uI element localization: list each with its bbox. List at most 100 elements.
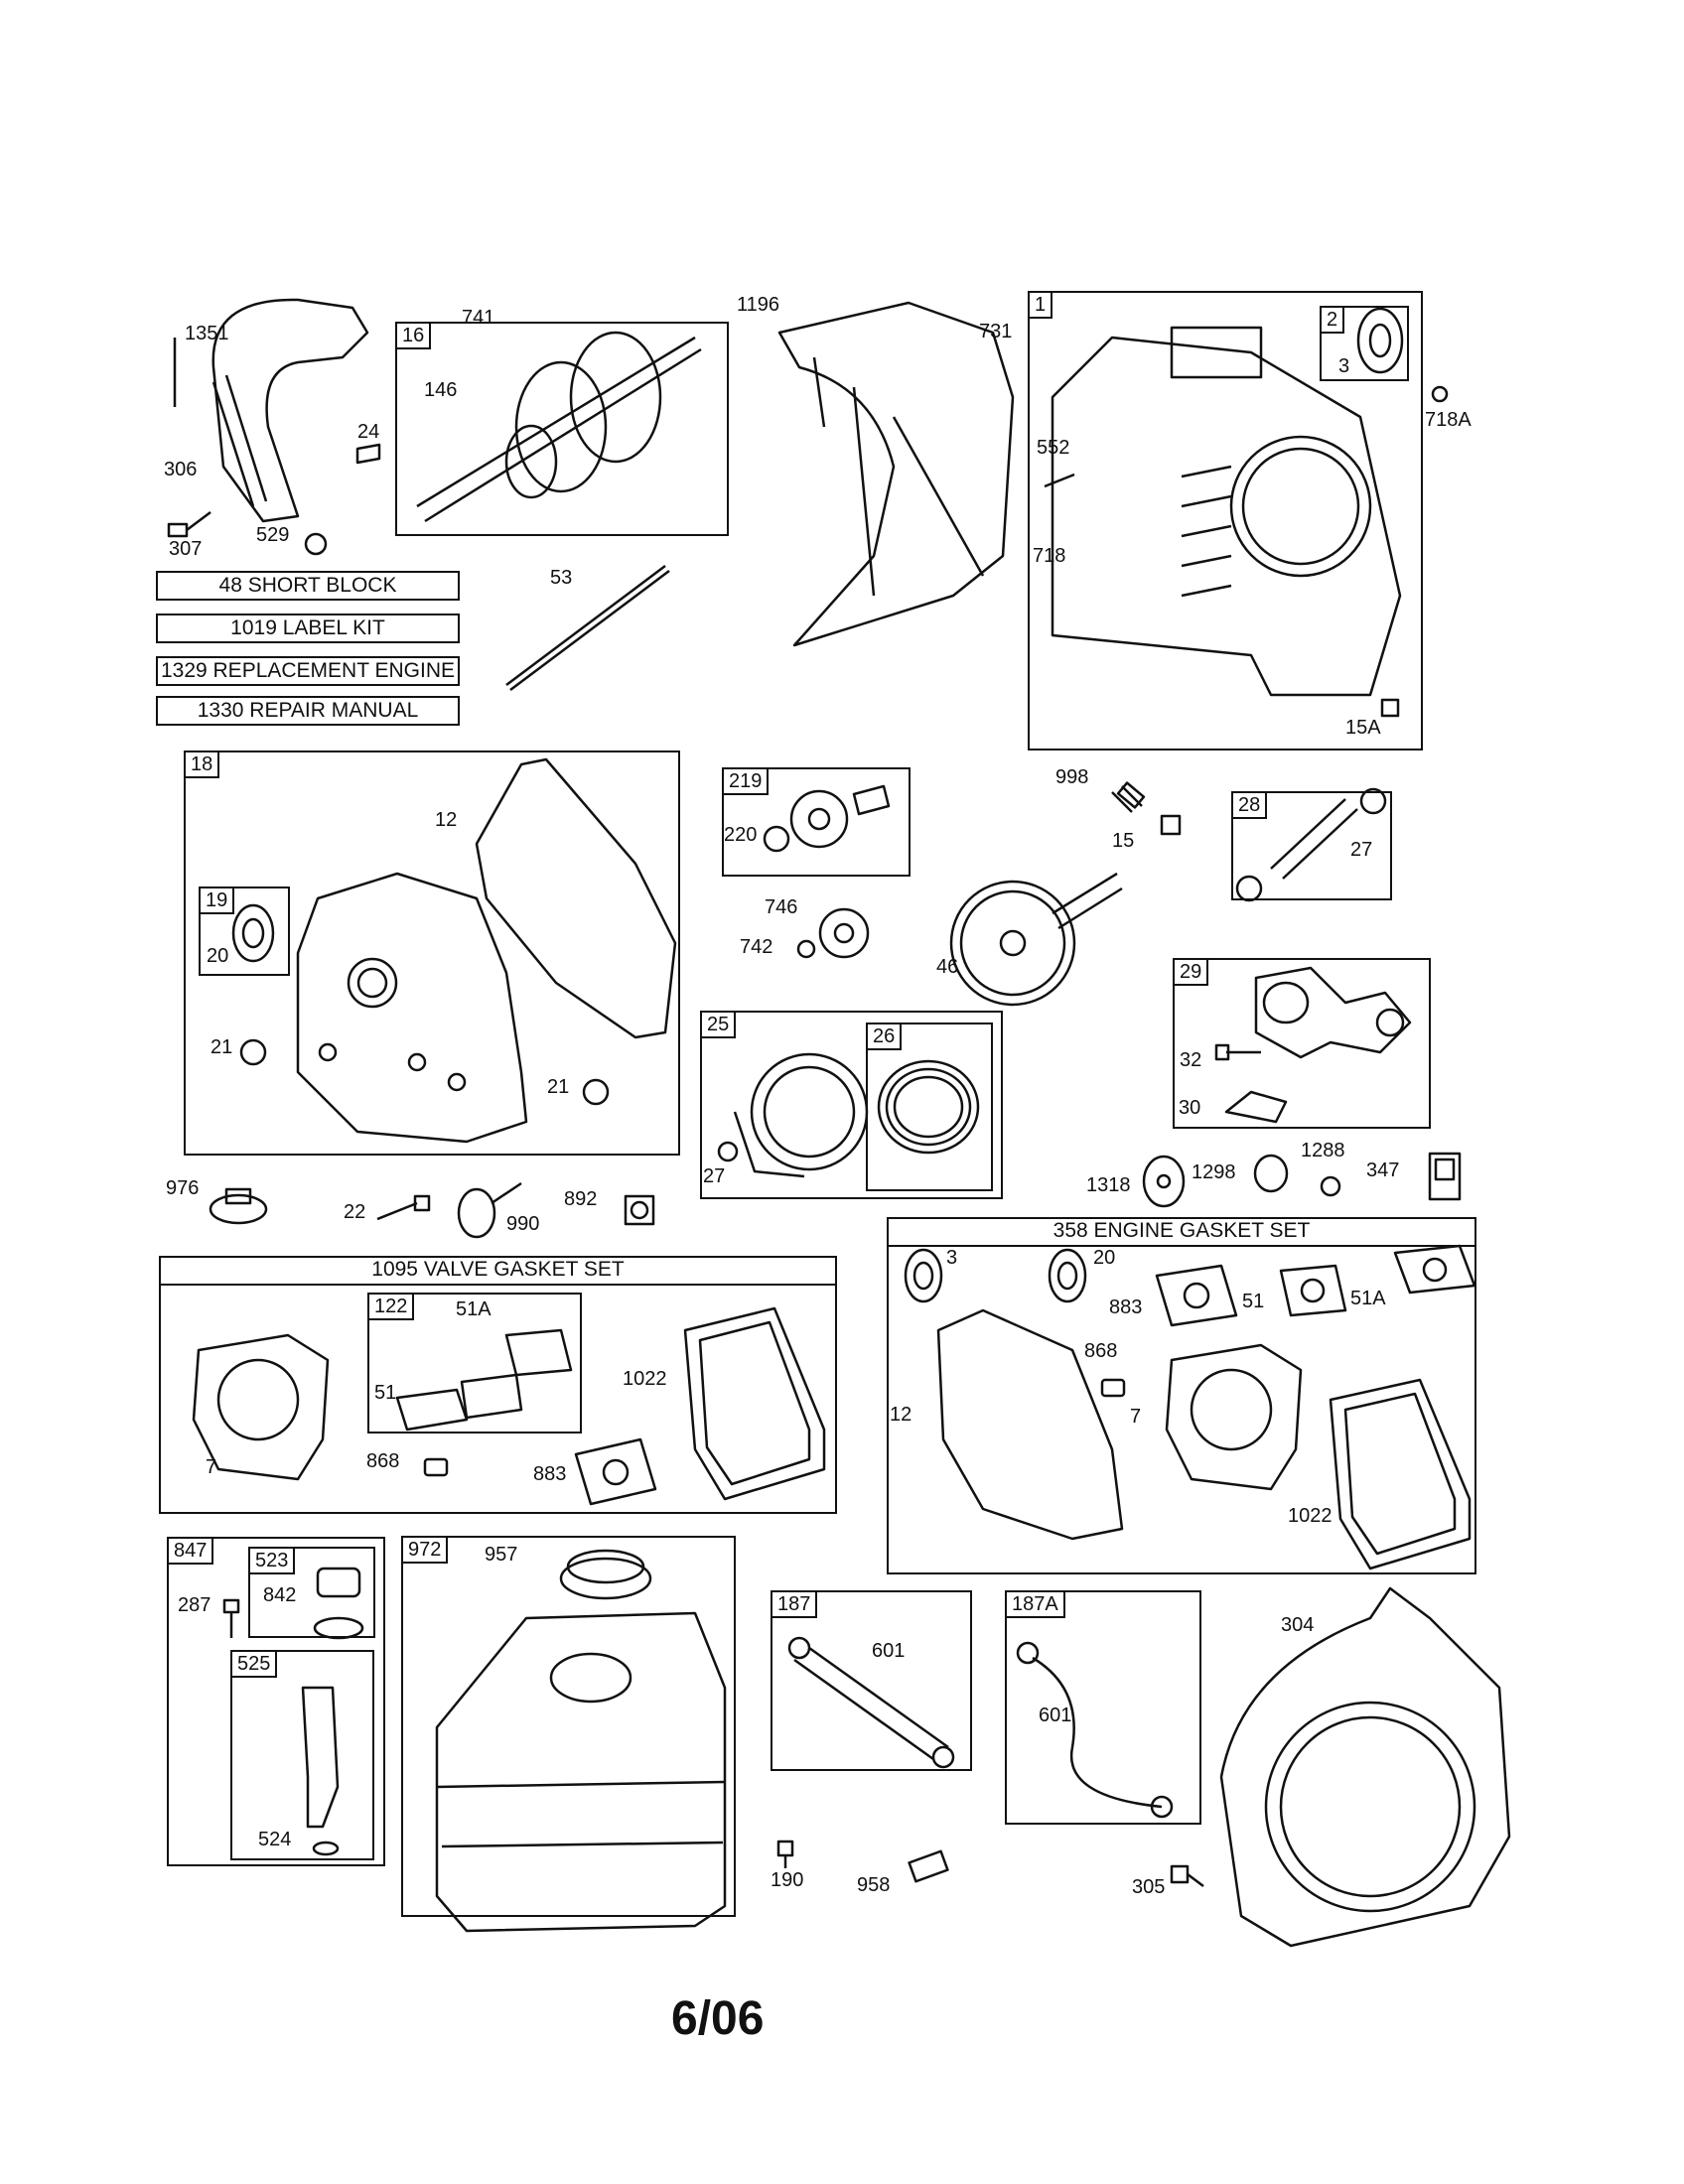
- callout-718: 718: [1033, 545, 1066, 567]
- seal-2-box: [1320, 306, 1409, 381]
- screw-305-drawing: [1170, 1864, 1204, 1887]
- callout-1022-engine: 1022: [1288, 1505, 1333, 1527]
- piston-box: [700, 1011, 1003, 1199]
- dipper-30-drawing: [1224, 1090, 1288, 1124]
- pin-552-drawing: [1044, 473, 1075, 488]
- callout-842: 842: [263, 1584, 297, 1606]
- group-tag-1: 1: [1028, 291, 1053, 319]
- washer-1318-drawing: [1142, 1155, 1186, 1208]
- switch-892-drawing: [624, 1194, 655, 1226]
- callout-190: 190: [771, 1869, 804, 1891]
- crankcase-cover-drawing: [296, 872, 528, 1144]
- engine-gasket-set-box: [887, 1217, 1476, 1574]
- callout-746: 746: [765, 896, 798, 918]
- head-gasket-7-engine-drawing: [1165, 1343, 1303, 1491]
- callout-51a-valve: 51A: [456, 1298, 491, 1320]
- gasket-12-engine-drawing: [936, 1308, 1124, 1541]
- callout-883-engine: 883: [1109, 1297, 1143, 1318]
- callout-529: 529: [256, 524, 290, 546]
- seal-868-valve-drawing: [423, 1457, 449, 1477]
- cylinder-block-box: [1028, 291, 1423, 751]
- pin-24-drawing: [355, 443, 381, 465]
- callout-15a: 15A: [1345, 717, 1381, 739]
- cap-523-box: [248, 1547, 375, 1638]
- air-guide-drawing: [173, 298, 369, 523]
- gasket-883-valve-drawing: [574, 1437, 657, 1506]
- callout-741: 741: [462, 307, 495, 329]
- callout-883-valve: 883: [533, 1463, 567, 1485]
- gasket-883-engine-drawing: [1155, 1264, 1238, 1327]
- switch-347-drawing: [1428, 1152, 1462, 1201]
- screw-287-drawing: [222, 1598, 240, 1638]
- callout-718a: 718A: [1425, 409, 1472, 431]
- callout-731: 731: [979, 321, 1013, 342]
- screw-22-drawing: [376, 1194, 431, 1221]
- callout-287: 287: [178, 1594, 211, 1616]
- callout-20-seal: 20: [207, 945, 229, 967]
- group-tag-18: 18: [184, 751, 220, 778]
- nut-15-drawing: [1160, 814, 1182, 836]
- cap-842-drawing: [313, 1567, 364, 1640]
- gasket-1022-valve-drawing: [683, 1306, 826, 1501]
- gear-746-drawing: [818, 907, 870, 959]
- group-tag-25: 25: [700, 1011, 737, 1038]
- group-tag-847: 847: [167, 1537, 214, 1565]
- group-tag-219: 219: [722, 767, 770, 795]
- nut-1288-drawing: [1320, 1175, 1341, 1197]
- group-tag-122: 122: [367, 1293, 415, 1320]
- fuel-line-187-drawing: [787, 1636, 955, 1769]
- fuel-line-187a-box: [1005, 1590, 1201, 1825]
- screw-307-drawing: [167, 511, 211, 538]
- gasket-122-box: [367, 1293, 582, 1433]
- group-tag-19: 19: [199, 887, 235, 914]
- plug-15a-drawing: [1380, 698, 1400, 718]
- callout-524: 524: [258, 1829, 292, 1850]
- pushrod-drawing: [505, 565, 670, 691]
- callout-742: 742: [740, 936, 773, 958]
- piston-rings-drawing: [877, 1059, 980, 1155]
- bolt-32-drawing: [1214, 1043, 1261, 1061]
- seal-3-top-drawing: [1356, 307, 1404, 374]
- group-tag-523: 523: [248, 1547, 296, 1574]
- piston-pin-box: [1231, 791, 1392, 900]
- fuel-tank-drawing: [435, 1611, 727, 1933]
- piston-pin-drawing: [1235, 787, 1387, 902]
- group-tag-187: 187: [771, 1590, 818, 1618]
- callout-51-valve: 51: [374, 1382, 397, 1404]
- callout-1196: 1196: [737, 294, 780, 316]
- group-tag-525: 525: [230, 1650, 278, 1678]
- gasket-12-cover-drawing: [475, 757, 677, 1039]
- kit-short-block: 48 SHORT BLOCK: [156, 571, 460, 601]
- callout-1288: 1288: [1301, 1140, 1345, 1161]
- callout-32: 32: [1180, 1049, 1202, 1071]
- seal-3-engine-drawing: [904, 1248, 943, 1303]
- fuel-tank-box: [401, 1536, 736, 1917]
- callout-27-piston: 27: [703, 1165, 726, 1187]
- washer-742-drawing: [796, 939, 816, 959]
- cylinder-block-drawing: [1051, 326, 1402, 697]
- callout-1351: 1351: [185, 323, 229, 344]
- callout-12-cover: 12: [435, 809, 458, 831]
- callout-892: 892: [564, 1188, 598, 1210]
- callout-146: 146: [424, 379, 458, 401]
- plug-718a-drawing: [1431, 385, 1449, 403]
- callout-220: 220: [724, 824, 758, 846]
- tube-525-box: [230, 1650, 374, 1860]
- callout-51-engine: 51: [1242, 1291, 1265, 1312]
- dipstick-tube-box: [167, 1537, 385, 1866]
- tube-524-drawing: [301, 1686, 340, 1856]
- blower-housing-304-drawing: [1219, 1586, 1511, 1948]
- seal-19-box: [199, 887, 290, 976]
- callout-51a-engine: 51A: [1350, 1288, 1386, 1309]
- callout-3-engine: 3: [946, 1247, 958, 1269]
- callout-7-engine: 7: [1130, 1406, 1142, 1428]
- callout-3-top: 3: [1338, 355, 1350, 377]
- crankcase-cover-box: [184, 751, 680, 1156]
- callout-46: 46: [936, 956, 959, 978]
- callout-958: 958: [857, 1874, 891, 1896]
- callout-21-right: 21: [547, 1076, 570, 1098]
- callout-15: 15: [1112, 830, 1135, 852]
- group-tag-187a: 187A: [1005, 1590, 1065, 1618]
- kit-repair-manual: 1330 REPAIR MANUAL: [156, 696, 460, 726]
